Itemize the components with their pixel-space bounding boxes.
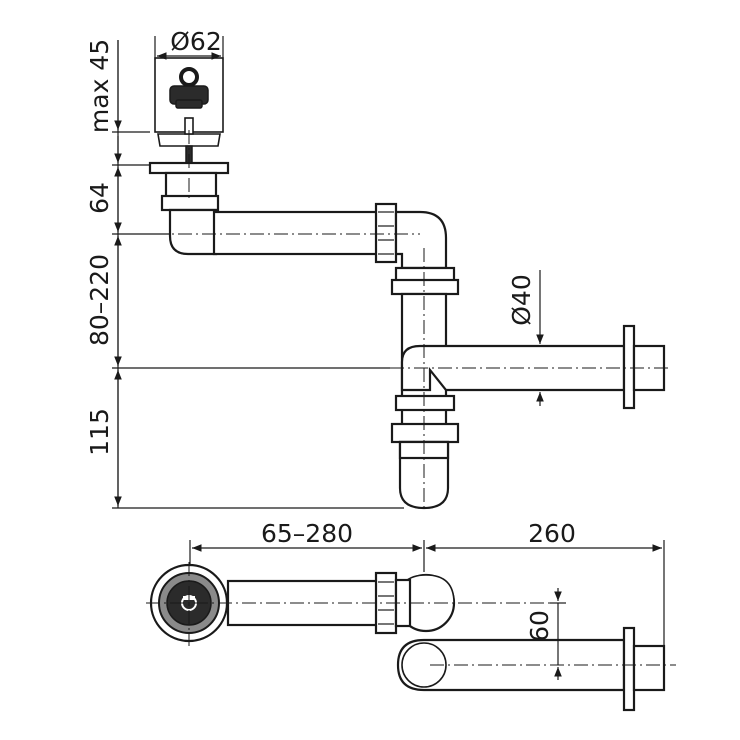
elbow xyxy=(394,210,448,270)
outlet-diameter-dimension: Ø40 xyxy=(507,270,544,406)
side-view xyxy=(130,57,672,510)
dim-60: 60 xyxy=(525,610,554,642)
horizontal-pipe xyxy=(212,210,382,256)
dim-diameter-62: Ø62 xyxy=(170,27,222,56)
dim-64: 64 xyxy=(85,182,114,214)
dim-115: 115 xyxy=(85,408,114,456)
vertical-dimensions: max 45 64 80–220 115 xyxy=(85,39,404,509)
union-nut-upper xyxy=(374,202,398,264)
strainer-diameter-dimension: Ø62 xyxy=(154,27,224,60)
dim-max-45: max 45 xyxy=(85,39,114,133)
plan-view: 65–280 260 xyxy=(146,519,676,712)
dim-80-220: 80–220 xyxy=(85,254,114,346)
dim-65-280: 65–280 xyxy=(261,519,353,548)
dim-260: 260 xyxy=(528,519,576,548)
waste-body xyxy=(148,161,230,256)
strainer-plug xyxy=(154,57,224,167)
dim-diameter-40: Ø40 xyxy=(507,274,536,326)
